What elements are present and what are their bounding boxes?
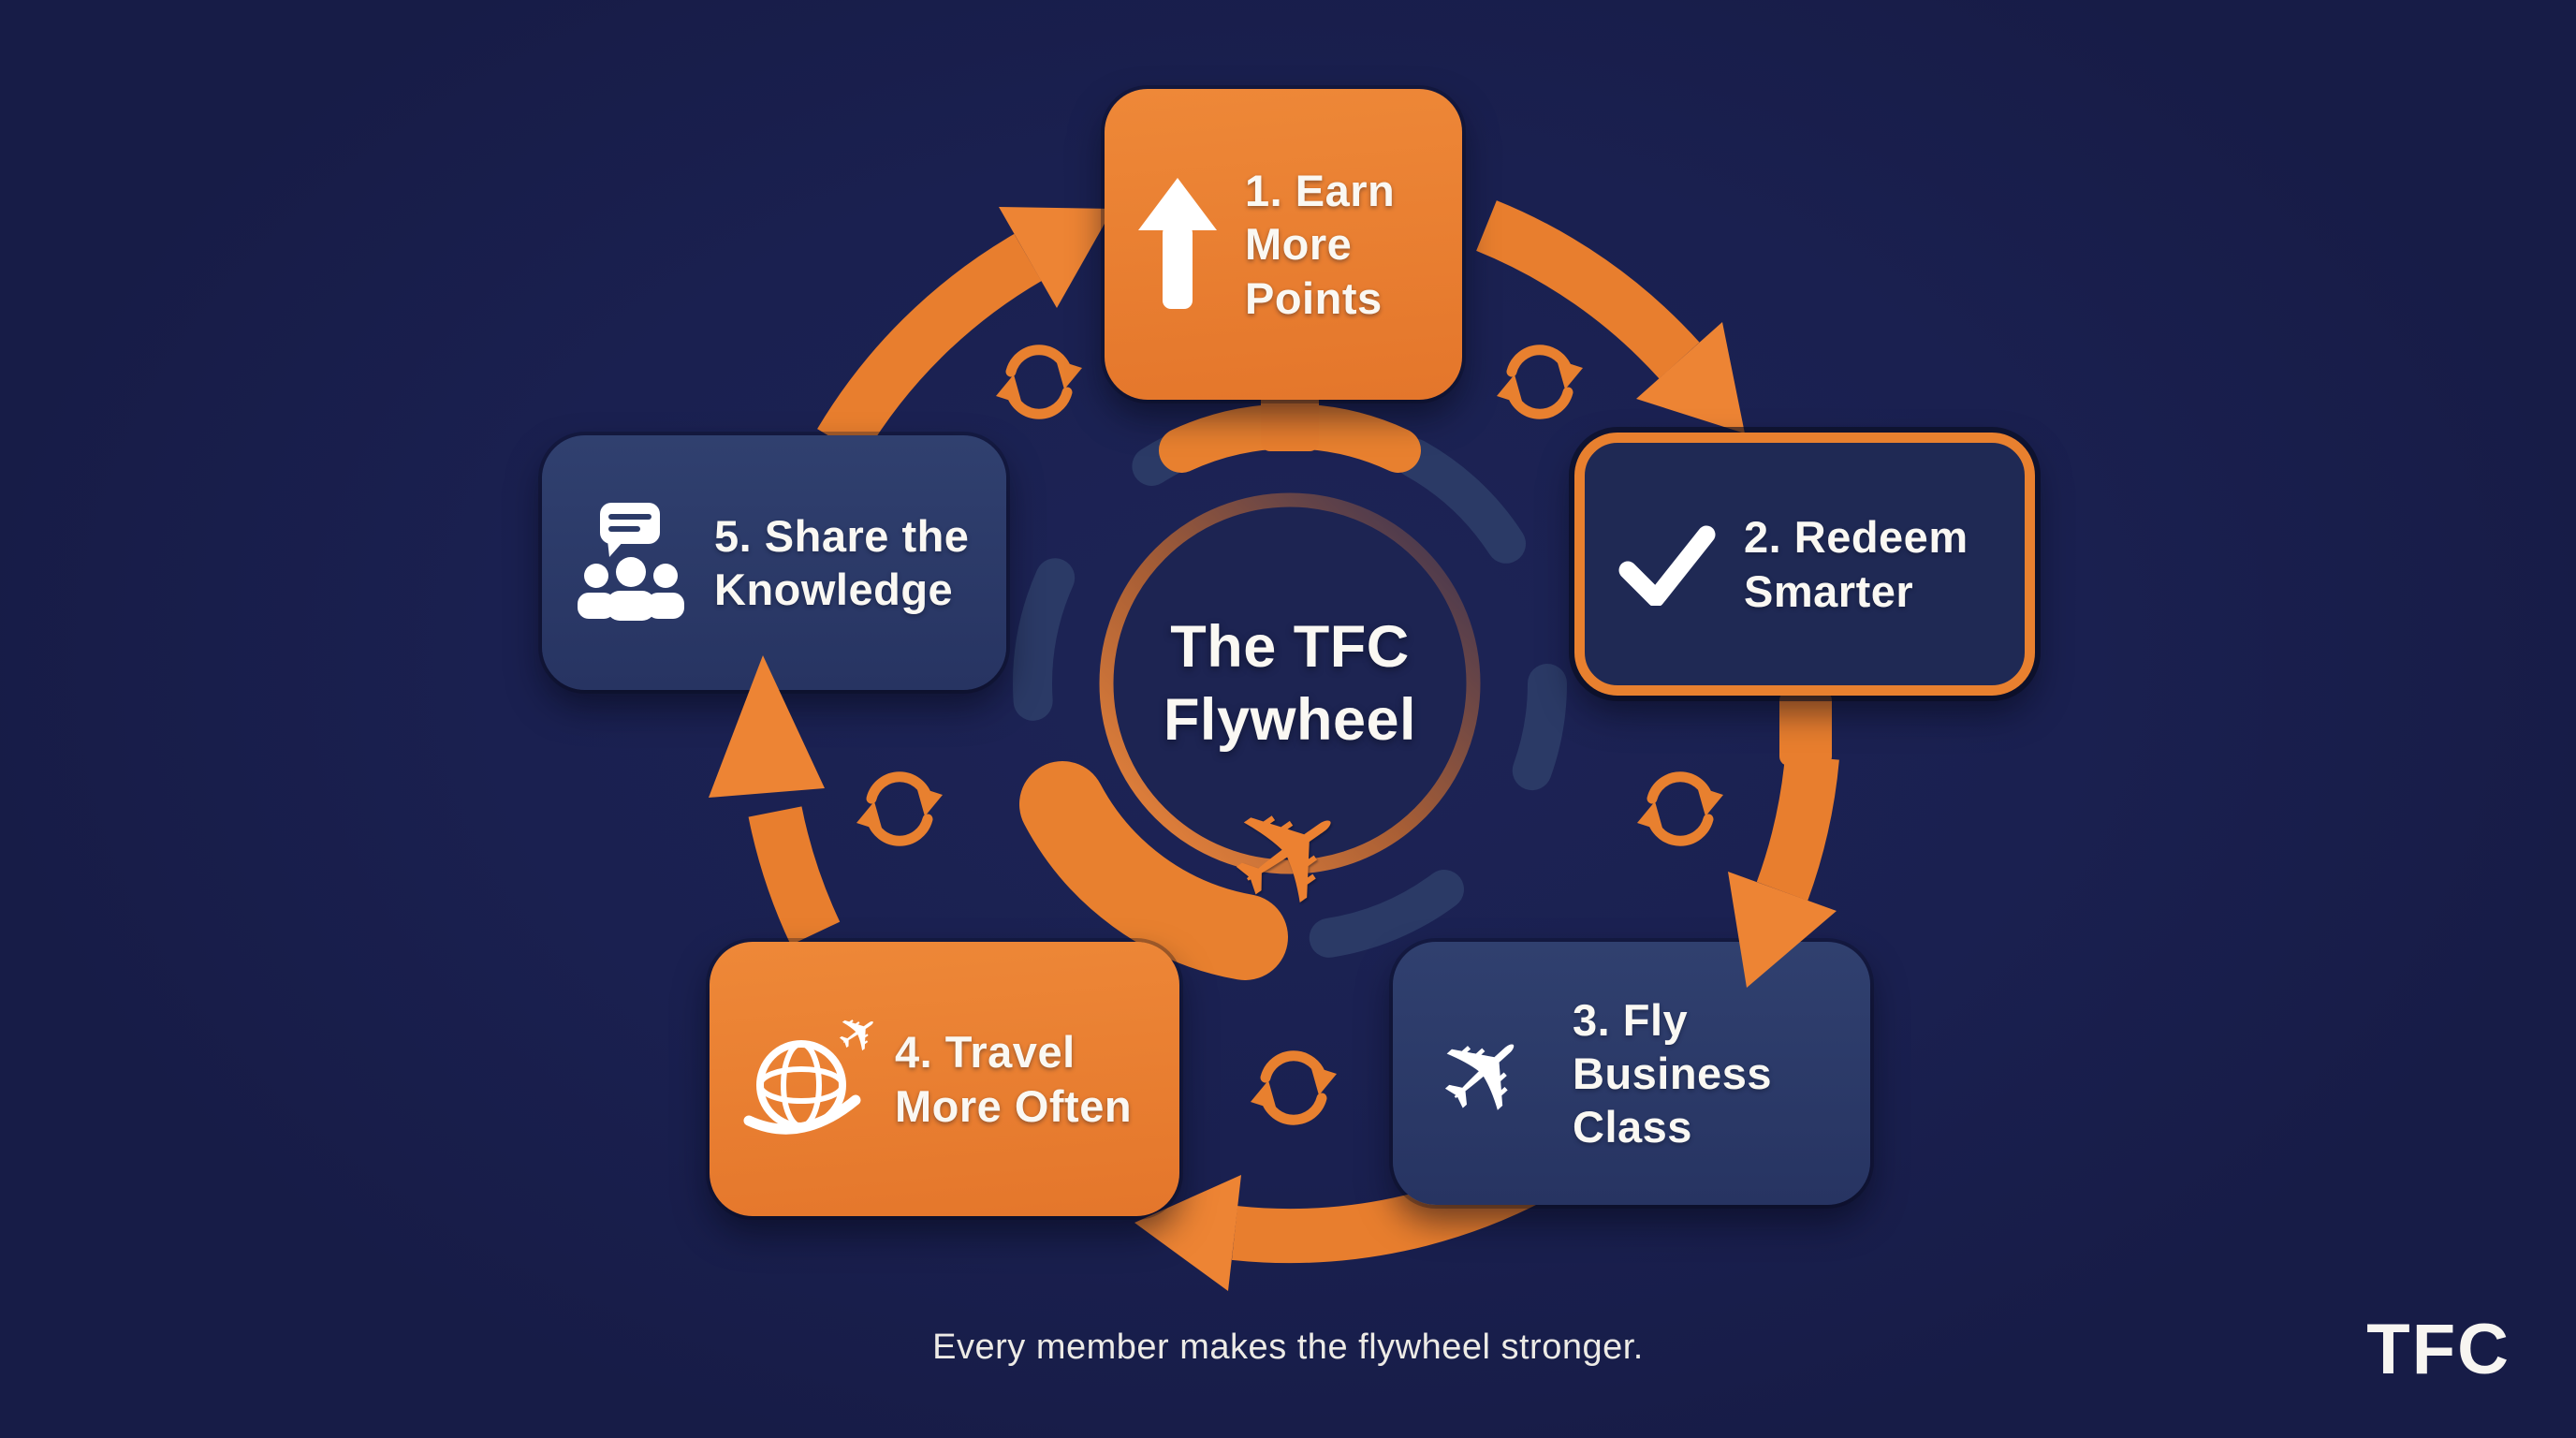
globe-plane-icon: ✈ bbox=[743, 998, 892, 1136]
step-card-redeem-smarter: 2. Redeem Smarter bbox=[1574, 433, 2035, 696]
stem-step2 bbox=[1779, 691, 1832, 766]
step-card-share-the-knowledge: 5. Share the Knowledge bbox=[542, 435, 1006, 690]
people-chat-icon bbox=[576, 503, 686, 623]
step-card-earn-more-points: 1. Earn More Points bbox=[1105, 89, 1462, 400]
cycle-icon bbox=[856, 771, 943, 846]
step-label: 4. Travel More Often bbox=[895, 1027, 1133, 1131]
flow-arrow-4-to-5 bbox=[748, 805, 841, 946]
step-label: 5. Share the Knowledge bbox=[714, 510, 970, 614]
step-label: 2. Redeem Smarter bbox=[1744, 512, 1969, 616]
tfc-logo: TFC bbox=[2366, 1310, 2510, 1389]
flywheel-title: The TFC Flywheel bbox=[1163, 614, 1417, 754]
step-label: 3. Fly Business Class bbox=[1573, 994, 1772, 1152]
flywheel-hub: The TFC Flywheel ✈ bbox=[1007, 401, 1573, 966]
cycle-icon bbox=[1251, 1050, 1337, 1125]
checkmark-icon bbox=[1618, 523, 1716, 606]
step-card-fly-business-class: ✈ 3. Fly Business Class bbox=[1393, 942, 1870, 1205]
flow-arrow-2-to-3 bbox=[1756, 755, 1839, 901]
up-arrow-icon bbox=[1138, 178, 1217, 311]
airplane-icon: ✈ bbox=[1410, 996, 1561, 1151]
step-card-travel-more-often: ✈ 4. Travel More Often bbox=[710, 942, 1179, 1216]
step-label: 1. Earn More Points bbox=[1245, 166, 1396, 323]
tagline: Every member makes the flywheel stronger… bbox=[932, 1328, 1644, 1367]
cycle-icon bbox=[1637, 771, 1723, 846]
